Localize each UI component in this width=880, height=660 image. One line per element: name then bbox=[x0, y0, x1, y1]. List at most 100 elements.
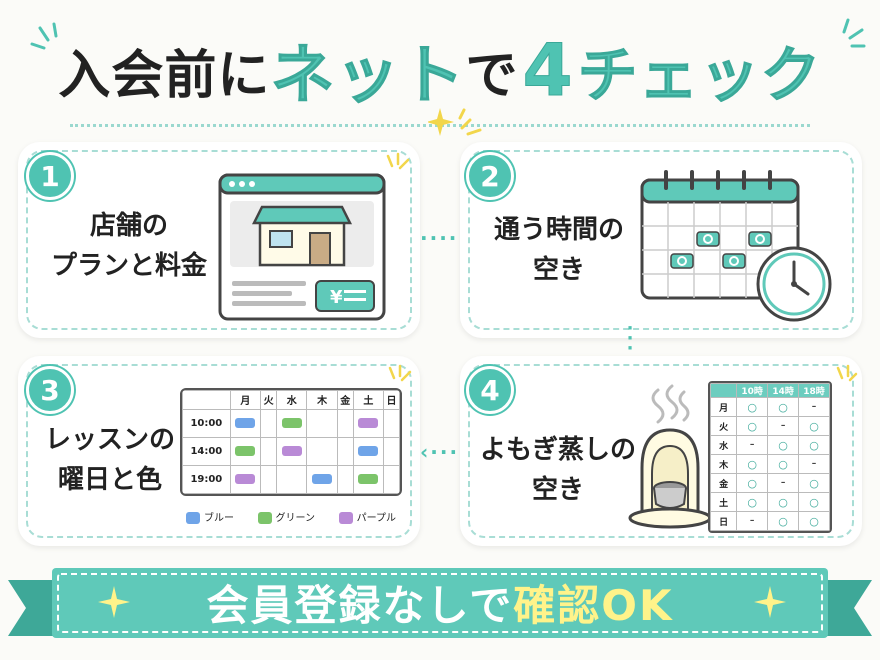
sparkle-icon bbox=[836, 364, 858, 382]
legend-label-blue: ブルー bbox=[204, 512, 234, 524]
legend-swatch-green bbox=[257, 511, 272, 524]
lesson-blue bbox=[358, 445, 379, 456]
lesson-blue bbox=[235, 417, 256, 428]
title-part-1: 入会前に bbox=[58, 45, 271, 106]
schedule-cell bbox=[352, 408, 385, 438]
availability-cell: ○ bbox=[767, 435, 800, 455]
sparkle-icon bbox=[30, 22, 58, 50]
availability-cell: – bbox=[798, 454, 830, 474]
availability-row: 金 ○ – ○ bbox=[710, 473, 830, 493]
availability-cell: ○ bbox=[767, 492, 800, 512]
schedule-cell bbox=[276, 436, 308, 466]
footer-text-part-2: 確認OK bbox=[513, 580, 674, 630]
schedule-cell bbox=[336, 436, 354, 466]
schedule-time: 14:00 bbox=[182, 436, 231, 466]
store-browser-icon: ¥ bbox=[218, 173, 386, 321]
lesson-purple bbox=[281, 445, 302, 456]
availability-cell: ○ bbox=[798, 416, 830, 436]
availability-row: 月 ○ ○ – bbox=[710, 397, 830, 417]
schedule-cell bbox=[352, 464, 385, 494]
step-label-1-line1: 店舗の bbox=[89, 211, 168, 241]
availability-header-row: 10時 14時 18時 bbox=[710, 383, 830, 398]
schedule-cell bbox=[276, 464, 308, 494]
legend-item-green: グリーン bbox=[257, 509, 316, 524]
availability-day: 水 bbox=[710, 435, 738, 455]
availability-cell: ○ bbox=[798, 511, 830, 531]
schedule-row: 14:00 bbox=[182, 436, 400, 466]
availability-day: 土 bbox=[710, 492, 738, 512]
legend-label-green: グリーン bbox=[275, 512, 316, 524]
schedule-cell bbox=[383, 436, 400, 466]
step-number-4: 4 bbox=[466, 366, 514, 414]
arrow-left-icon: ‹···· bbox=[420, 440, 469, 464]
availability-day: 火 bbox=[710, 416, 738, 436]
schedule-cell bbox=[276, 408, 308, 438]
step-number-3: 3 bbox=[26, 366, 74, 414]
step-number-2: 2 bbox=[466, 152, 514, 200]
schedule-cell bbox=[306, 436, 338, 466]
footer-ribbon bbox=[8, 568, 872, 638]
legend-swatch-purple bbox=[338, 511, 353, 524]
schedule-day-header: 月 bbox=[229, 390, 262, 410]
availability-cell: – bbox=[736, 435, 769, 455]
schedule-row: 10:00 bbox=[182, 408, 400, 438]
availability-cell: ○ bbox=[767, 454, 800, 474]
availability-row: 日 – ○ ○ bbox=[710, 511, 830, 531]
sparkle-icon bbox=[388, 364, 412, 382]
availability-time-header: 18時 bbox=[798, 383, 830, 398]
step-label-4-line2: 空き bbox=[531, 475, 584, 505]
availability-cell: ○ bbox=[736, 454, 769, 474]
lesson-green bbox=[281, 417, 302, 428]
schedule-row: 19:00 bbox=[182, 464, 400, 494]
card-border bbox=[468, 364, 854, 538]
schedule-cell bbox=[229, 408, 262, 438]
schedule-cell bbox=[383, 464, 400, 494]
availability-cell: – bbox=[736, 511, 769, 531]
availability-day: 日 bbox=[710, 511, 738, 531]
legend-item-blue: ブルー bbox=[186, 509, 234, 524]
legend-swatch-blue bbox=[186, 511, 200, 524]
step-label-1: 店舗の プランと料金 bbox=[44, 206, 214, 286]
schedule-cell bbox=[229, 436, 262, 466]
lesson-green bbox=[235, 445, 256, 456]
schedule-cell bbox=[352, 436, 385, 466]
sparkle-icon bbox=[386, 152, 410, 170]
availability-day: 木 bbox=[710, 454, 738, 474]
step-label-2: 通う時間の 空き bbox=[484, 210, 634, 290]
schedule-day-header: 金 bbox=[336, 390, 354, 410]
schedule-day-header: 火 bbox=[260, 390, 278, 410]
legend-item-purple: パープル bbox=[338, 509, 396, 524]
calendar-icon bbox=[640, 170, 832, 322]
title-part-5: チェック bbox=[577, 40, 822, 111]
schedule-day-header: 木 bbox=[306, 390, 338, 410]
availability-row: 土 ○ ○ ○ bbox=[710, 492, 830, 512]
step-label-2-line2: 空き bbox=[532, 255, 585, 285]
step-label-2-line1: 通う時間の bbox=[493, 215, 624, 245]
availability-table: 10時 14時 18時 月 ○ ○ – 火 ○ – ○ 水 – ○ ○ bbox=[708, 381, 832, 533]
page-title: 入会前に ネット で 4 チェック bbox=[0, 22, 880, 118]
step-label-4: よもぎ蒸しの 空き bbox=[478, 430, 638, 510]
availability-cell: – bbox=[767, 416, 800, 436]
step-label-3: レッスンの 曜日と色 bbox=[40, 420, 180, 500]
availability-day: 月 bbox=[710, 397, 738, 417]
lesson-purple bbox=[235, 473, 256, 484]
availability-row: 火 ○ – ○ bbox=[710, 416, 830, 436]
step-label-4-line1: よもぎ蒸しの bbox=[479, 435, 636, 465]
availability-time-header: 10時 bbox=[736, 383, 769, 398]
availability-day: 金 bbox=[710, 473, 738, 493]
lesson-purple bbox=[358, 417, 379, 428]
steam-sauna-icon bbox=[628, 384, 710, 529]
schedule-corner-cell bbox=[182, 390, 231, 410]
availability-cell: – bbox=[767, 473, 800, 493]
step-label-3-line2: 曜日と色 bbox=[57, 465, 162, 495]
schedule-day-header: 水 bbox=[276, 390, 308, 410]
availability-cell: – bbox=[798, 397, 830, 417]
schedule-cell bbox=[306, 408, 338, 438]
availability-cell: ○ bbox=[798, 435, 830, 455]
title-part-2: ネット bbox=[270, 39, 466, 114]
availability-cell: ○ bbox=[767, 397, 800, 417]
availability-cell: ○ bbox=[798, 473, 830, 493]
price-yen-label: ¥ bbox=[330, 287, 343, 308]
schedule-cell bbox=[336, 408, 354, 438]
arrow-right-icon: ····› bbox=[420, 226, 469, 250]
